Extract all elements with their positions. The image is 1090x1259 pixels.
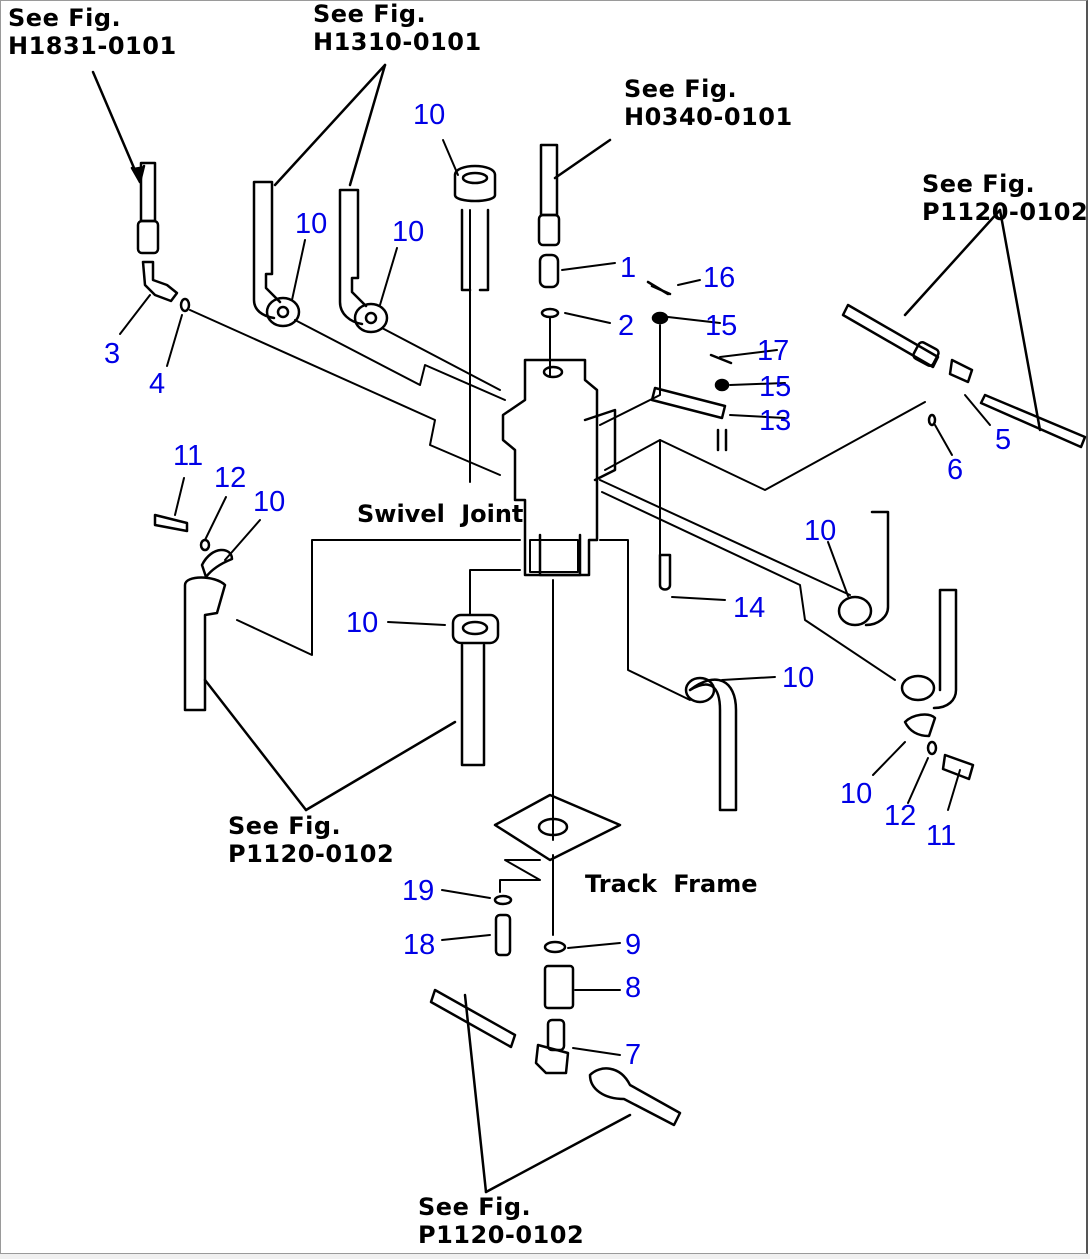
hose-h1831 [136,161,191,313]
callout-part-12: 12 [214,462,247,494]
callout-part-4: 4 [149,368,166,400]
hose-top-center [453,164,497,483]
reference-line2: P1120-0102 [922,198,1089,226]
callout-part-16: 16 [703,262,736,294]
callout-part-6: 6 [947,454,964,486]
callout-part-10: 10 [392,216,425,248]
callout-part-10: 10 [346,607,379,639]
callout-part-18: 18 [403,929,436,961]
callout-part-9: 9 [625,929,642,961]
reference-line2: P1120-0102 [418,1221,585,1249]
track-frame-plate [493,793,622,862]
callout-part-10: 10 [295,208,328,240]
connection-lines [189,309,926,936]
reference-line1: See Fig. [8,4,122,32]
callout-part-10: 10 [413,99,446,131]
callout-part-5: 5 [995,424,1012,456]
flange-left [153,513,234,712]
hose-far-right [900,588,975,781]
callout-part-11: 11 [173,440,204,472]
reference-line2: P1120-0102 [228,840,395,868]
plate-13 [646,280,733,591]
callout-part-15: 15 [759,371,792,403]
callout-part-10: 10 [782,662,815,694]
reference-label-p1120-left: See Fig. P1120-0102 [228,812,394,868]
callout-part-10: 10 [253,486,286,518]
callout-part-10: 10 [804,515,837,547]
reference-line1: See Fig. [228,812,342,840]
track-frame-caption: Track Frame [585,870,758,898]
hose-center-lower [451,613,500,767]
fitting-p1120-right [841,303,1087,449]
reference-line1: See Fig. [313,0,427,28]
tube-h0340 [537,143,561,378]
reference-label-p1120-bottom: See Fig. P1120-0102 [418,1193,584,1249]
reference-line2: H0340-0101 [624,103,793,131]
hose-h1310-right [338,188,389,334]
reference-label-h1831: See Fig. H1831-0101 [8,4,177,60]
swivel-joint-body [501,358,617,577]
reference-leaders [91,63,1042,1194]
hose-lower-right [684,676,738,812]
reference-line1: See Fig. [624,75,738,103]
reference-label-h0340: See Fig. H0340-0101 [624,75,793,131]
callout-part-2: 2 [618,310,635,342]
reference-line1: See Fig. [418,1193,532,1221]
callout-part-10: 10 [840,778,873,810]
reference-line1: See Fig. [922,170,1036,198]
callout-part-8: 8 [625,972,642,1004]
bottom-margin [0,1254,1090,1259]
reference-line2: H1831-0101 [8,32,177,60]
callout-part-1: 1 [620,252,637,284]
swivel-joint-caption: Swivel Joint [357,500,524,528]
hose-right-upper [837,510,890,627]
callout-part-19: 19 [402,875,435,907]
callout-part-3: 3 [104,338,121,370]
reference-label-h1310: See Fig. H1310-0101 [313,0,482,56]
reference-label-p1120-right: See Fig. P1120-0102 [922,170,1088,226]
callout-part-17: 17 [757,335,790,367]
callout-part-14: 14 [733,592,766,624]
callout-part-11: 11 [926,820,957,852]
hose-h1310-left [252,180,301,328]
callout-leaders [119,139,991,1056]
callout-part-15: 15 [705,310,738,342]
callout-part-13: 13 [759,405,792,437]
callout-part-12: 12 [884,800,917,832]
callout-part-7: 7 [625,1039,642,1071]
lower-fittings [429,894,682,1127]
reference-line2: H1310-0101 [313,28,482,56]
